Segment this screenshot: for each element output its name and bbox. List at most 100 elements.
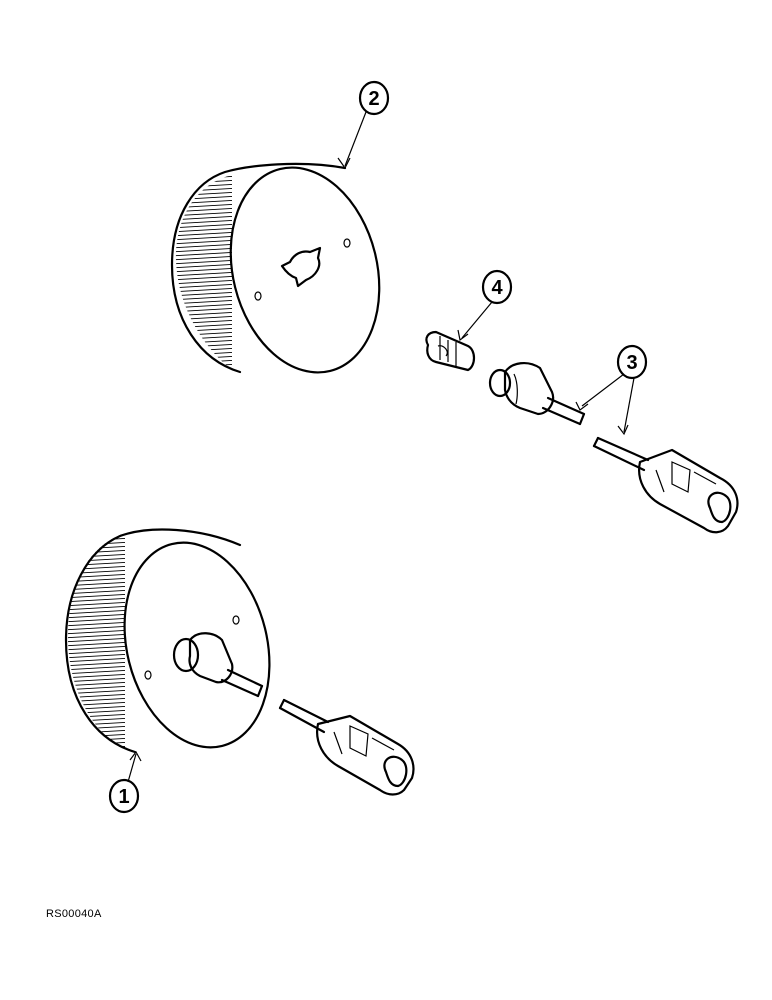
lens-rib-line — [67, 581, 125, 587]
lens-rib-line — [67, 557, 125, 563]
lens-rib-line — [175, 239, 232, 245]
lens-rib-line — [175, 303, 232, 309]
lens-rib-line — [175, 207, 232, 213]
lens-rib-line — [67, 697, 125, 703]
lens-rib-line — [67, 577, 125, 583]
lens-rib-line — [175, 359, 232, 365]
lens-rib-line — [175, 355, 232, 361]
lens-rib-line — [175, 175, 232, 177]
callout-3: 3 — [616, 344, 648, 380]
lens-rib-line — [67, 657, 125, 663]
lens-rib-line — [175, 343, 232, 349]
lens-rib-line — [175, 223, 232, 229]
mounting-hole — [232, 615, 240, 625]
lens-rib-line — [67, 621, 125, 627]
lens-rib-line — [67, 749, 125, 750]
lens-rib-line — [67, 589, 125, 595]
lens-rib-line — [175, 231, 232, 237]
lens-rib-line — [67, 665, 125, 671]
lens-rib-line — [67, 741, 125, 747]
callout-2: 2 — [358, 80, 390, 116]
lens-ribs-upper — [175, 175, 232, 370]
bulb-socket-upper — [488, 362, 586, 426]
lens-rib-line — [67, 633, 125, 639]
wire-connector-upper — [592, 436, 739, 534]
lens-rib-line — [175, 319, 232, 325]
lens-rib-line — [67, 701, 125, 707]
lens-rib-line — [67, 661, 125, 667]
lens-rib-line — [67, 553, 125, 559]
lens-rib-line — [175, 275, 232, 281]
lens-rib-line — [67, 609, 125, 615]
lens-rib-line — [175, 183, 232, 189]
lens-rib-line — [67, 653, 125, 659]
socket-keyhole-upper — [280, 246, 322, 288]
lens-rib-line — [67, 713, 125, 719]
lens-rib-line — [67, 593, 125, 599]
lens-rib-line — [175, 191, 232, 197]
lens-rib-line — [175, 259, 232, 265]
lens-rib-line — [175, 283, 232, 289]
lens-rib-line — [175, 227, 232, 233]
mounting-hole — [254, 291, 262, 301]
lens-ribs-lower — [67, 533, 125, 750]
lens-rib-line — [67, 617, 125, 623]
lens-rib-line — [67, 565, 125, 571]
callout-4-label: 4 — [491, 277, 503, 299]
lens-rib-line — [67, 585, 125, 591]
lens-rib-line — [175, 219, 232, 225]
lens-rib-line — [175, 291, 232, 297]
lens-rib-line — [175, 199, 232, 205]
lens-rib-line — [67, 737, 125, 743]
lens-rib-line — [175, 299, 232, 305]
lens-rib-line — [67, 709, 125, 715]
lens-rib-line — [175, 263, 232, 269]
mounting-hole — [144, 670, 152, 680]
lens-rib-line — [175, 187, 232, 193]
lamp-housing-upper — [170, 162, 381, 374]
lens-rib-line — [67, 613, 125, 619]
bulb — [425, 330, 476, 372]
lens-rib-line — [175, 287, 232, 293]
lens-rib-line — [175, 271, 232, 277]
callout-leaders — [127, 111, 635, 783]
lens-rib-line — [67, 677, 125, 683]
lens-rib-line — [67, 533, 125, 535]
lens-rib-line — [67, 669, 125, 675]
lens-rib-line — [67, 561, 125, 567]
lens-rib-line — [67, 569, 125, 575]
lens-rib-line — [175, 251, 232, 257]
lens-rib-line — [175, 203, 232, 209]
lens-rib-line — [67, 729, 125, 735]
lens-rib-line — [175, 175, 232, 181]
lens-rib-line — [67, 745, 125, 750]
lens-rib-line — [67, 721, 125, 727]
lens-rib-line — [67, 645, 125, 651]
callout-1-label: 1 — [118, 786, 129, 808]
lens-rib-line — [175, 295, 232, 301]
lens-rib-line — [175, 279, 232, 285]
lens-rib-line — [67, 689, 125, 695]
lens-rib-line — [175, 267, 232, 273]
lens-rib-line — [67, 705, 125, 711]
callout-3-label: 3 — [626, 352, 637, 374]
lens-rib-line — [67, 625, 125, 631]
lens-rib-line — [67, 693, 125, 699]
lens-rib-line — [175, 247, 232, 253]
lens-rib-line — [67, 605, 125, 611]
lens-rib-line — [175, 339, 232, 345]
lens-rib-line — [67, 537, 125, 543]
lens-rib-line — [67, 641, 125, 647]
lens-rib-line — [175, 243, 232, 249]
lens-rib-line — [67, 545, 125, 551]
lens-rib-line — [67, 629, 125, 635]
lens-rib-line — [67, 573, 125, 579]
lamp-housing-lower — [64, 528, 271, 754]
lens-rib-line — [175, 323, 232, 329]
callout-1: 1 — [108, 778, 140, 814]
mounting-hole — [343, 238, 351, 248]
lens-rib-line — [175, 255, 232, 261]
lens-rib-line — [67, 597, 125, 603]
figure-reference-code: RS00040A — [46, 908, 102, 920]
